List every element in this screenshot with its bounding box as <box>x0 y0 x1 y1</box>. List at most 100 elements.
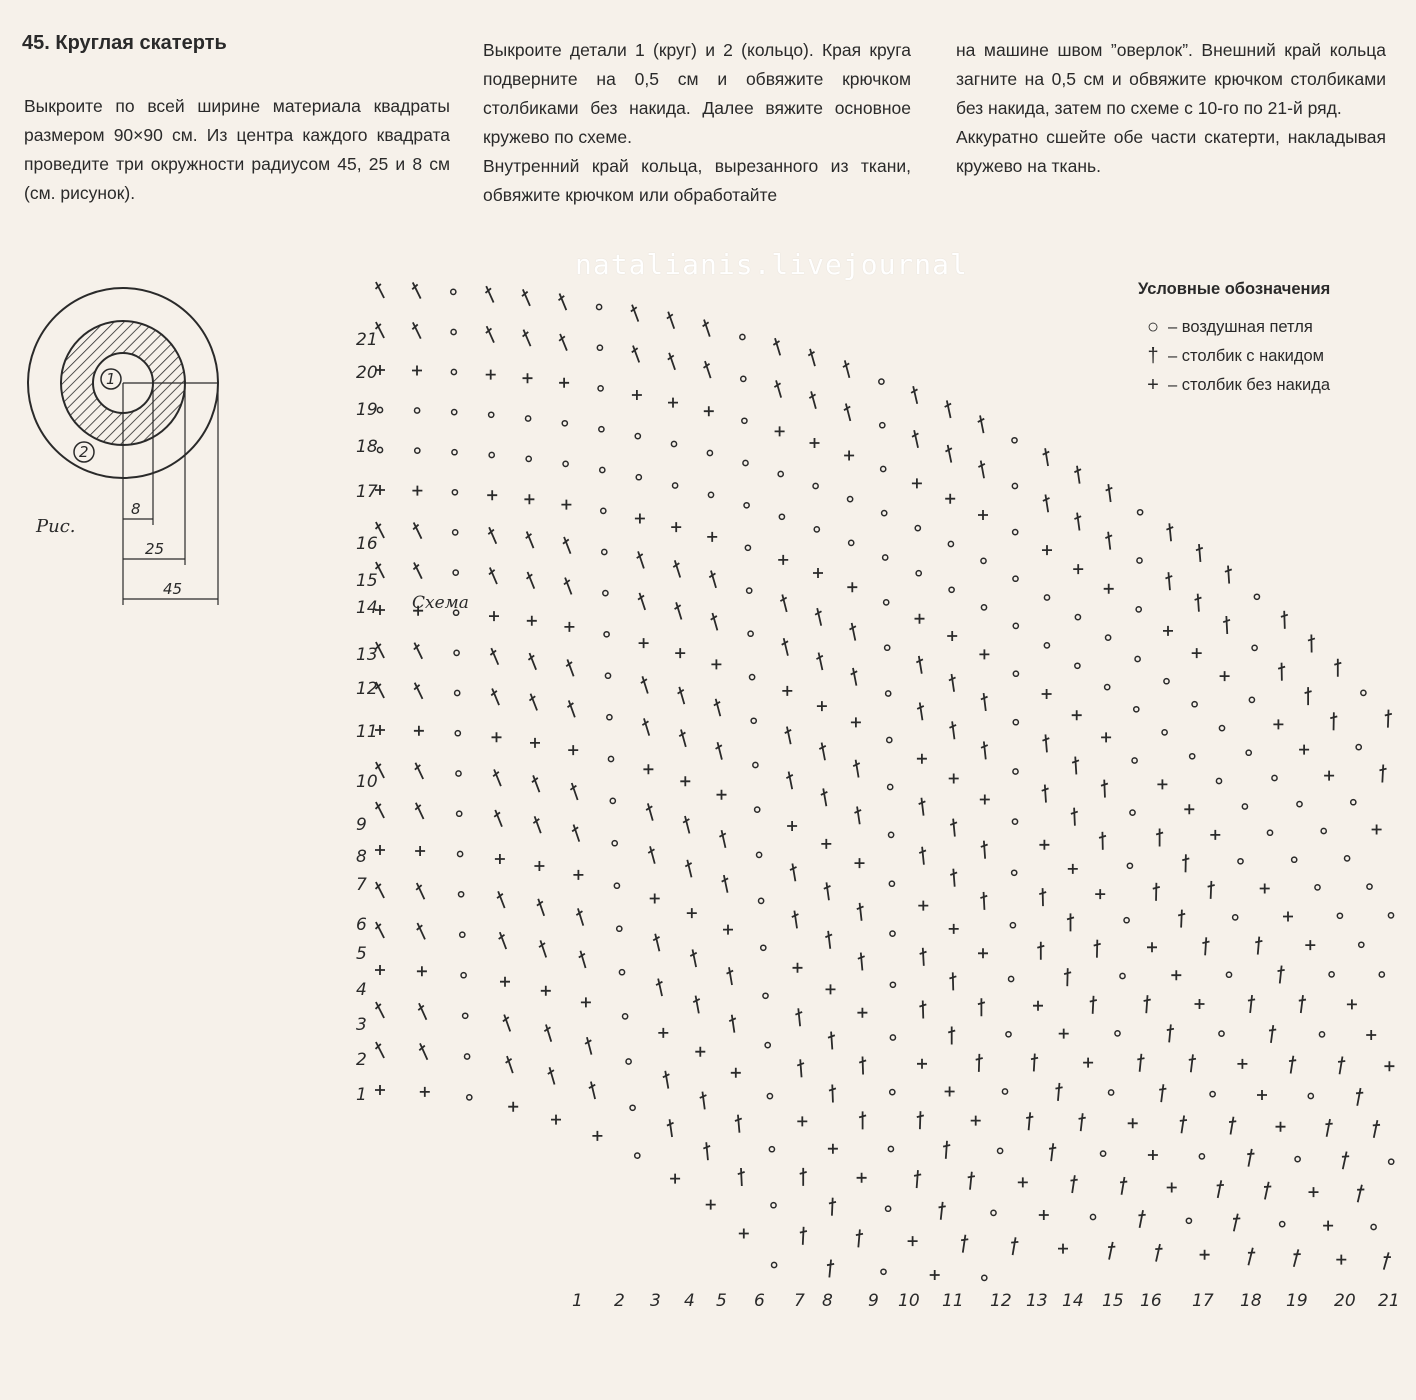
single-crochet-stitch <box>671 522 682 533</box>
chain-stitch <box>1191 700 1198 708</box>
double-crochet-stitch <box>1179 1115 1188 1134</box>
double-crochet-stitch <box>1182 854 1190 873</box>
chain-stitch <box>458 931 466 939</box>
dim-8: 8 <box>131 500 141 518</box>
chain-stitch <box>635 473 643 481</box>
chain-stitch <box>629 1104 636 1112</box>
single-crochet-stitch <box>948 773 959 784</box>
single-crochet-stitch <box>778 554 789 565</box>
double-crochet-stitch <box>1098 831 1107 850</box>
single-crochet-stitch <box>1157 779 1168 790</box>
double-crochet-stitch <box>1224 565 1233 584</box>
chain-stitch <box>750 717 758 725</box>
single-crochet-stitch <box>675 648 686 659</box>
single-crochet-stitch <box>524 494 535 505</box>
y-axis-label: 2 <box>356 1050 367 1070</box>
chain-stitch <box>1253 593 1261 601</box>
single-crochet-stitch <box>1171 970 1182 981</box>
single-crochet-stitch <box>413 725 424 736</box>
chain-stitch <box>633 1152 641 1159</box>
double-crochet-stitch <box>916 1111 925 1130</box>
double-crochet-stitch <box>502 1014 512 1032</box>
chain-stitch <box>747 630 754 638</box>
double-crochet-stitch <box>726 967 734 986</box>
chain-stitch <box>889 930 896 937</box>
chain-stitch <box>888 880 896 888</box>
single-crochet-stitch <box>979 649 990 660</box>
double-crochet-stitch <box>492 769 502 787</box>
double-crochet-stitch <box>1255 936 1263 955</box>
double-crochet-stitch <box>1304 687 1312 706</box>
chain-stitch <box>812 482 819 490</box>
double-crochet-stitch <box>773 380 783 398</box>
y-axis-label: 20 <box>356 363 378 383</box>
single-crochet-stitch <box>1346 999 1357 1010</box>
single-crochet-stitch <box>1384 1061 1395 1072</box>
double-crochet-stitch <box>850 667 858 686</box>
double-crochet-stitch <box>532 816 542 834</box>
chain-stitch <box>613 882 621 890</box>
single-crochet-stitch <box>375 845 385 855</box>
chain-stitch <box>770 1201 777 1209</box>
dim-25: 25 <box>145 540 164 558</box>
single-crochet-stitch <box>534 861 545 871</box>
double-crochet-stitch <box>692 995 701 1014</box>
single-crochet-stitch <box>1257 1090 1267 1100</box>
double-crochet-stitch <box>784 726 792 745</box>
double-crochet-stitch <box>415 882 426 900</box>
single-crochet-stitch <box>375 1085 385 1095</box>
paragraph: на машине швом ”оверлок”. Внешний край к… <box>956 40 1386 118</box>
chain-stitch <box>1387 912 1395 919</box>
single-crochet-stitch <box>415 846 426 856</box>
double-crochet-stitch <box>536 898 546 917</box>
double-crochet-stitch <box>1330 712 1338 731</box>
chain-stitch <box>1099 1150 1107 1157</box>
y-axis-label: 1 <box>356 1085 367 1105</box>
double-crochet-stitch <box>1155 828 1164 847</box>
chain-stitch <box>455 770 462 777</box>
x-axis-label: 11 <box>942 1291 964 1311</box>
x-axis-label: 15 <box>1102 1291 1124 1311</box>
double-crochet-stitch <box>1063 968 1072 987</box>
single-crochet-stitch <box>711 659 722 670</box>
legend-text: – столбик без накида <box>1168 376 1331 394</box>
double-crochet-stitch <box>412 562 423 580</box>
double-crochet-stitch <box>960 1234 969 1253</box>
chain-stitch <box>461 1012 469 1020</box>
x-axis-label: 3 <box>650 1291 661 1311</box>
x-axis-label: 16 <box>1140 1291 1162 1311</box>
legend-text: – воздушная петля <box>1168 318 1313 336</box>
double-crochet-stitch <box>374 641 385 659</box>
chain-stitch <box>562 460 569 468</box>
double-crochet-stitch <box>1074 512 1082 531</box>
chain-stitch <box>1132 705 1140 713</box>
chain-stitch <box>846 495 854 503</box>
y-axis-label: 10 <box>356 772 378 792</box>
double-crochet-stitch <box>799 1226 808 1245</box>
chain-stitch <box>611 839 619 847</box>
double-crochet-stitch <box>980 692 988 712</box>
chain-stitch <box>1012 670 1020 678</box>
chain-stitch <box>1343 855 1351 862</box>
single-crochet-stitch <box>561 499 572 510</box>
single-crochet-stitch <box>1308 1187 1319 1198</box>
chain-stitch <box>1328 971 1335 978</box>
single-crochet-stitch <box>1071 710 1082 721</box>
y-axis-label: 13 <box>356 645 378 665</box>
single-crochet-stitch <box>787 821 798 831</box>
single-crochet-stitch <box>1033 1000 1043 1011</box>
chain-stitch <box>603 630 610 638</box>
chain-stitch <box>980 1274 988 1282</box>
dim-45: 45 <box>163 580 182 598</box>
chain-stitch <box>752 761 759 769</box>
paragraph: Внутренний край кольца, вырезанного из т… <box>483 156 911 205</box>
chain-stitch <box>1126 862 1134 870</box>
double-crochet-stitch <box>490 688 500 706</box>
chain-stitch <box>1104 634 1112 641</box>
double-crochet-stitch <box>713 698 722 717</box>
chain-stitch <box>996 1147 1004 1155</box>
double-crochet-stitch <box>967 1171 976 1190</box>
single-crochet-stitch <box>945 493 956 504</box>
